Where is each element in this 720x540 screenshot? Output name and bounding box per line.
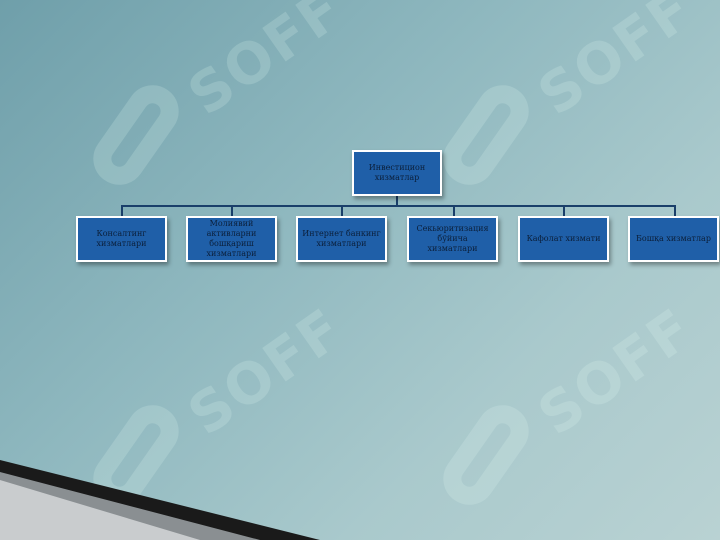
child-node-2: Молиявий активларни бошқариш хизматлари bbox=[186, 216, 277, 262]
decorative-corner-swoosh bbox=[0, 460, 320, 540]
child-node-4: Секьюритизация бўйича хизматлари bbox=[407, 216, 498, 262]
child-connector-5 bbox=[563, 205, 565, 217]
horizontal-connector bbox=[121, 205, 676, 207]
child-connector-6 bbox=[674, 205, 676, 217]
child-node-3: Интернет банкинг хизматлари bbox=[296, 216, 387, 262]
child-node-3-label: Интернет банкинг хизматлари bbox=[302, 229, 381, 248]
child-node-4-label: Секьюритизация бўйича хизматлари bbox=[416, 224, 489, 253]
root-node-label: Инвестицион хизматлар bbox=[368, 163, 426, 182]
child-connector-1 bbox=[121, 205, 123, 217]
child-node-2-label: Молиявий активларни бошқариш хизматлари bbox=[206, 219, 257, 258]
child-node-6-label: Бошқа хизматлар bbox=[636, 234, 711, 243]
child-node-5: Кафолат хизмати bbox=[518, 216, 609, 262]
child-connector-3 bbox=[341, 205, 343, 217]
child-node-1-label: Консалтинг хизматлари bbox=[96, 229, 147, 248]
child-connector-2 bbox=[231, 205, 233, 217]
child-node-6: Бошқа хизматлар bbox=[628, 216, 719, 262]
child-node-1: Консалтинг хизматлари bbox=[76, 216, 167, 262]
child-node-5-label: Кафолат хизмати bbox=[526, 234, 601, 243]
child-connector-4 bbox=[453, 205, 455, 217]
root-node: Инвестицион хизматлар bbox=[352, 150, 442, 196]
root-connector bbox=[396, 196, 398, 206]
